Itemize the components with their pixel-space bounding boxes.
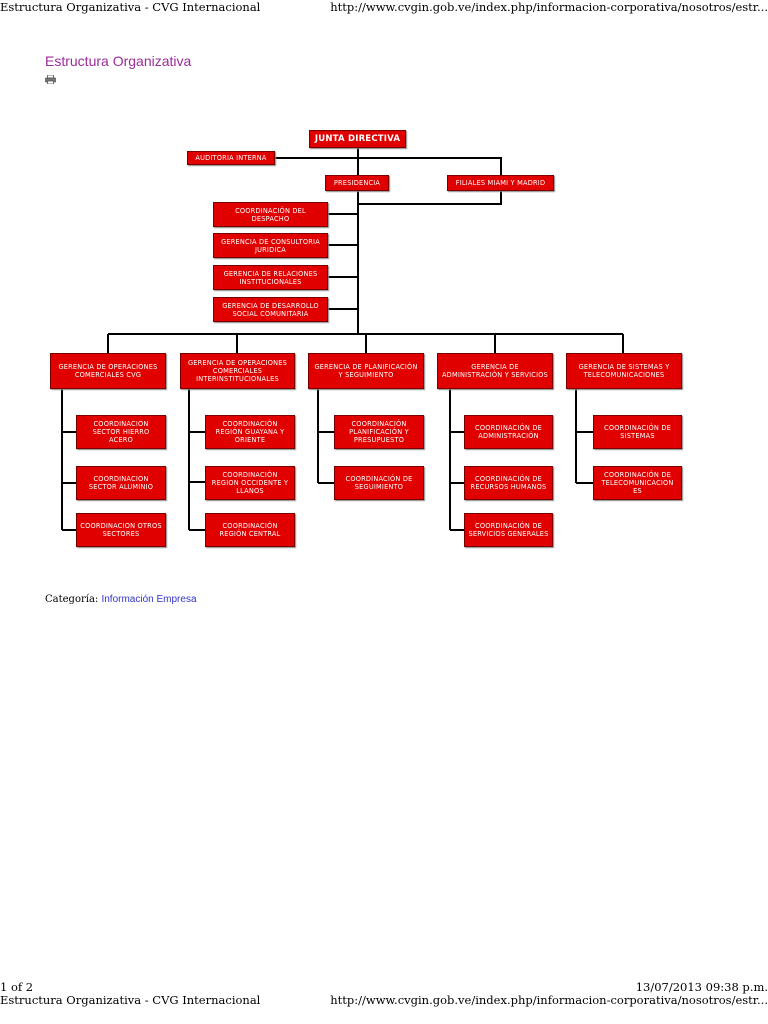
org-box-gerencia: GERENCIA DE SISTEMAS Y TELECOMUNICACIONE… bbox=[566, 353, 682, 389]
org-chart-connectors bbox=[61, 148, 624, 531]
org-box-gerencia: GERENCIA DE ADMINISTRACIÓN Y SERVICIOS bbox=[437, 353, 553, 389]
org-box-coordinacion: COORDINACION OTROS SECTORES bbox=[76, 513, 166, 547]
org-box-auditoria-interna: AUDITORIA INTERNA bbox=[187, 151, 275, 165]
org-chart: JUNTA DIRECTIVA AUDITORIA INTERNA PRESID… bbox=[50, 130, 682, 547]
org-box-coordinacion: COORDINACIÓN PLANIFICACIÓN Y PRESUPUESTO bbox=[334, 415, 424, 449]
org-box-staff: GERENCIA DE CONSULTORIA JURIDICA bbox=[213, 233, 328, 258]
org-box-staff: GERENCIA DE DESARROLLO SOCIAL COMUNITARI… bbox=[213, 297, 328, 322]
print-footer-title: Estructura Organizativa - CVG Internacio… bbox=[0, 993, 261, 1007]
print-footer-page: 1 of 2 bbox=[0, 980, 34, 994]
org-box-coordinacion: COORDINACIÓN DE RECURSOS HUMANOS bbox=[464, 466, 553, 500]
org-box-presidencia: PRESIDENCIA bbox=[325, 175, 389, 191]
org-box-junta-directiva: JUNTA DIRECTIVA bbox=[309, 130, 406, 148]
page-title: Estructura Organizativa bbox=[45, 53, 192, 69]
org-box-coordinacion: COORDINACIÓN REGIÓN CENTRAL bbox=[205, 513, 295, 547]
print-header-url: http://www.cvgin.gob.ve/index.php/inform… bbox=[330, 0, 768, 14]
org-box-coordinacion: COORDINACIÓN REGION OCCIDENTE Y LLANOS bbox=[205, 466, 295, 500]
org-box-staff: GERENCIA DE RELACIONES INSTITUCIONALES bbox=[213, 265, 328, 290]
print-footer-datetime: 13/07/2013 09:38 p.m. bbox=[635, 980, 768, 994]
org-box-gerencia: GERENCIA DE PLANIFICACIÓN Y SEGUIMIENTO bbox=[308, 353, 424, 389]
org-box-coordinacion: COORDINACION SECTOR ALUMINIO bbox=[76, 466, 166, 500]
print-footer-url: http://www.cvgin.gob.ve/index.php/inform… bbox=[330, 993, 768, 1007]
org-box-coordinacion: COORDINACIÓN DE ADMINISTRACIÓN bbox=[464, 415, 553, 449]
print-header-title: Estructura Organizativa - CVG Internacio… bbox=[0, 0, 261, 14]
org-box-coordinacion: COORDINACIÓN DE SEGUIMIENTO bbox=[334, 466, 424, 500]
org-box-gerencia: GERENCIA DE OPERACIONES COMERCIALES CVG bbox=[50, 353, 166, 389]
category-label: Categoría: bbox=[45, 594, 99, 605]
org-box-coordinacion: COORDINACIÓN DE SISTEMAS bbox=[593, 415, 682, 449]
org-box-coordinacion: COORDINACION SECTOR HIERRO ACERO bbox=[76, 415, 166, 449]
org-box-coordinacion: COORDINACIÓN DE SERVICIOS GENERALES bbox=[464, 513, 553, 547]
org-box-coordinacion: COORDINACIÓN REGIÓN GUAYANA Y ORIENTE bbox=[205, 415, 295, 449]
org-box-coordinacion: COORDINACIÓN DE TELECOMUNICACION ES bbox=[593, 466, 682, 500]
category-link[interactable]: Información Empresa bbox=[101, 594, 197, 605]
category-line: Categoría: Información Empresa bbox=[45, 594, 197, 605]
org-box-gerencia: GERENCIA DE OPERACIONES COMERCIALES INTE… bbox=[180, 353, 295, 389]
org-box-filiales: FILIALES MIAMI Y MADRID bbox=[447, 175, 554, 191]
org-box-staff: COORDINACIÓN DEL DESPACHO bbox=[213, 202, 328, 227]
printer-icon[interactable] bbox=[45, 75, 56, 84]
